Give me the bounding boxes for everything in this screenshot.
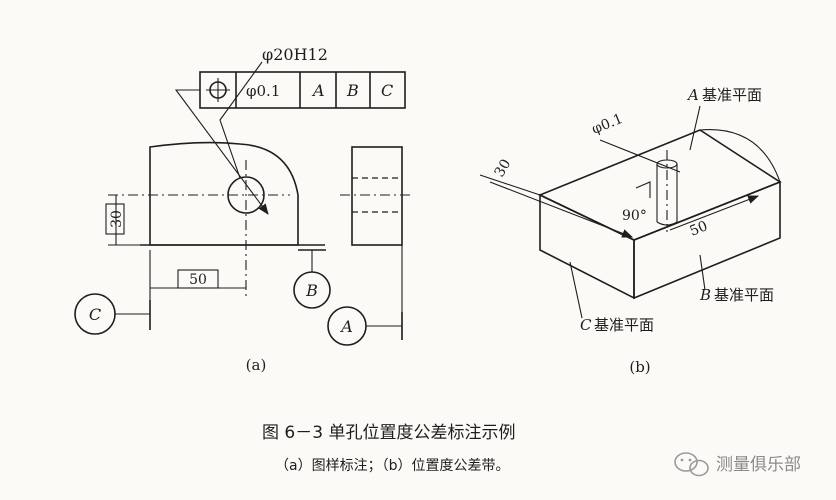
- tolerance-value: φ0.1: [246, 82, 280, 100]
- angle-text: 90°: [622, 208, 647, 224]
- datum-ref-tertiary: C: [381, 81, 393, 100]
- zone-diameter-text: φ0.1: [590, 111, 626, 138]
- plane-b-letter: B: [699, 286, 711, 304]
- datum-c-label: C: [89, 305, 101, 324]
- dim-30-text-b: 30: [492, 157, 515, 180]
- plane-b-leader: [699, 254, 706, 291]
- plane-c-text: 基准平面: [594, 316, 654, 334]
- plane-a-text: 基准平面: [702, 86, 762, 104]
- dim-30-line-b: [489, 181, 634, 238]
- feature-control-frame: φ0.1 A B C: [199, 71, 406, 109]
- watermark-text: 测量俱乐部: [716, 455, 801, 475]
- datum-ref-primary: A: [311, 81, 325, 100]
- position-tolerance-icon: [206, 78, 230, 102]
- dim-50-text: 50: [189, 272, 207, 288]
- figure-a: φ20H12 φ0.1 A B C: [74, 45, 412, 374]
- figure-b: φ0.1 30 50 90° A 基准平面 B 基准平面 C 基准平面 (b): [479, 86, 782, 376]
- hole-size-label: φ20H12: [262, 45, 328, 64]
- plane-c-letter: C: [580, 316, 592, 334]
- dim-50-text-b: 50: [688, 218, 711, 240]
- right-angle-mark: [635, 181, 651, 198]
- zone-leader: [599, 139, 681, 173]
- plane-b-text: 基准平面: [714, 286, 774, 304]
- plane-a-letter: A: [686, 86, 699, 104]
- wechat-icon: [674, 452, 709, 477]
- watermark: 测量俱乐部: [674, 452, 801, 477]
- datum-ref-secondary: B: [346, 81, 359, 100]
- figure-b-label: (b): [629, 358, 650, 376]
- block-side-face: [633, 180, 781, 300]
- caption: 图 6－3 单孔位置度公差标注示例 （a）图样标注；（b）位置度公差带。: [262, 423, 515, 474]
- leader-size: [219, 61, 263, 179]
- tolerance-zone-cylinder: [656, 150, 678, 232]
- datum-a-label: A: [339, 317, 353, 336]
- datum-b-circle: [293, 271, 331, 309]
- figure-a-label: (a): [246, 356, 267, 374]
- caption-title: 图 6－3 单孔位置度公差标注示例: [262, 423, 515, 443]
- plane-a-leader: [689, 105, 701, 151]
- dim-50-line-b: [669, 195, 760, 231]
- caption-subtitle: （a）图样标注；（b）位置度公差带。: [275, 458, 509, 474]
- leader-to-hole: [174, 89, 269, 215]
- front-view-outline: [149, 141, 299, 246]
- block-front-face: [539, 193, 635, 300]
- dim-30-box: [105, 203, 125, 235]
- plane-c-leader: [569, 261, 583, 319]
- side-view-outline: [351, 146, 403, 246]
- datum-b-label: B: [305, 281, 318, 300]
- dim-30-text: 30: [109, 210, 125, 228]
- dim-50-box: [177, 269, 219, 289]
